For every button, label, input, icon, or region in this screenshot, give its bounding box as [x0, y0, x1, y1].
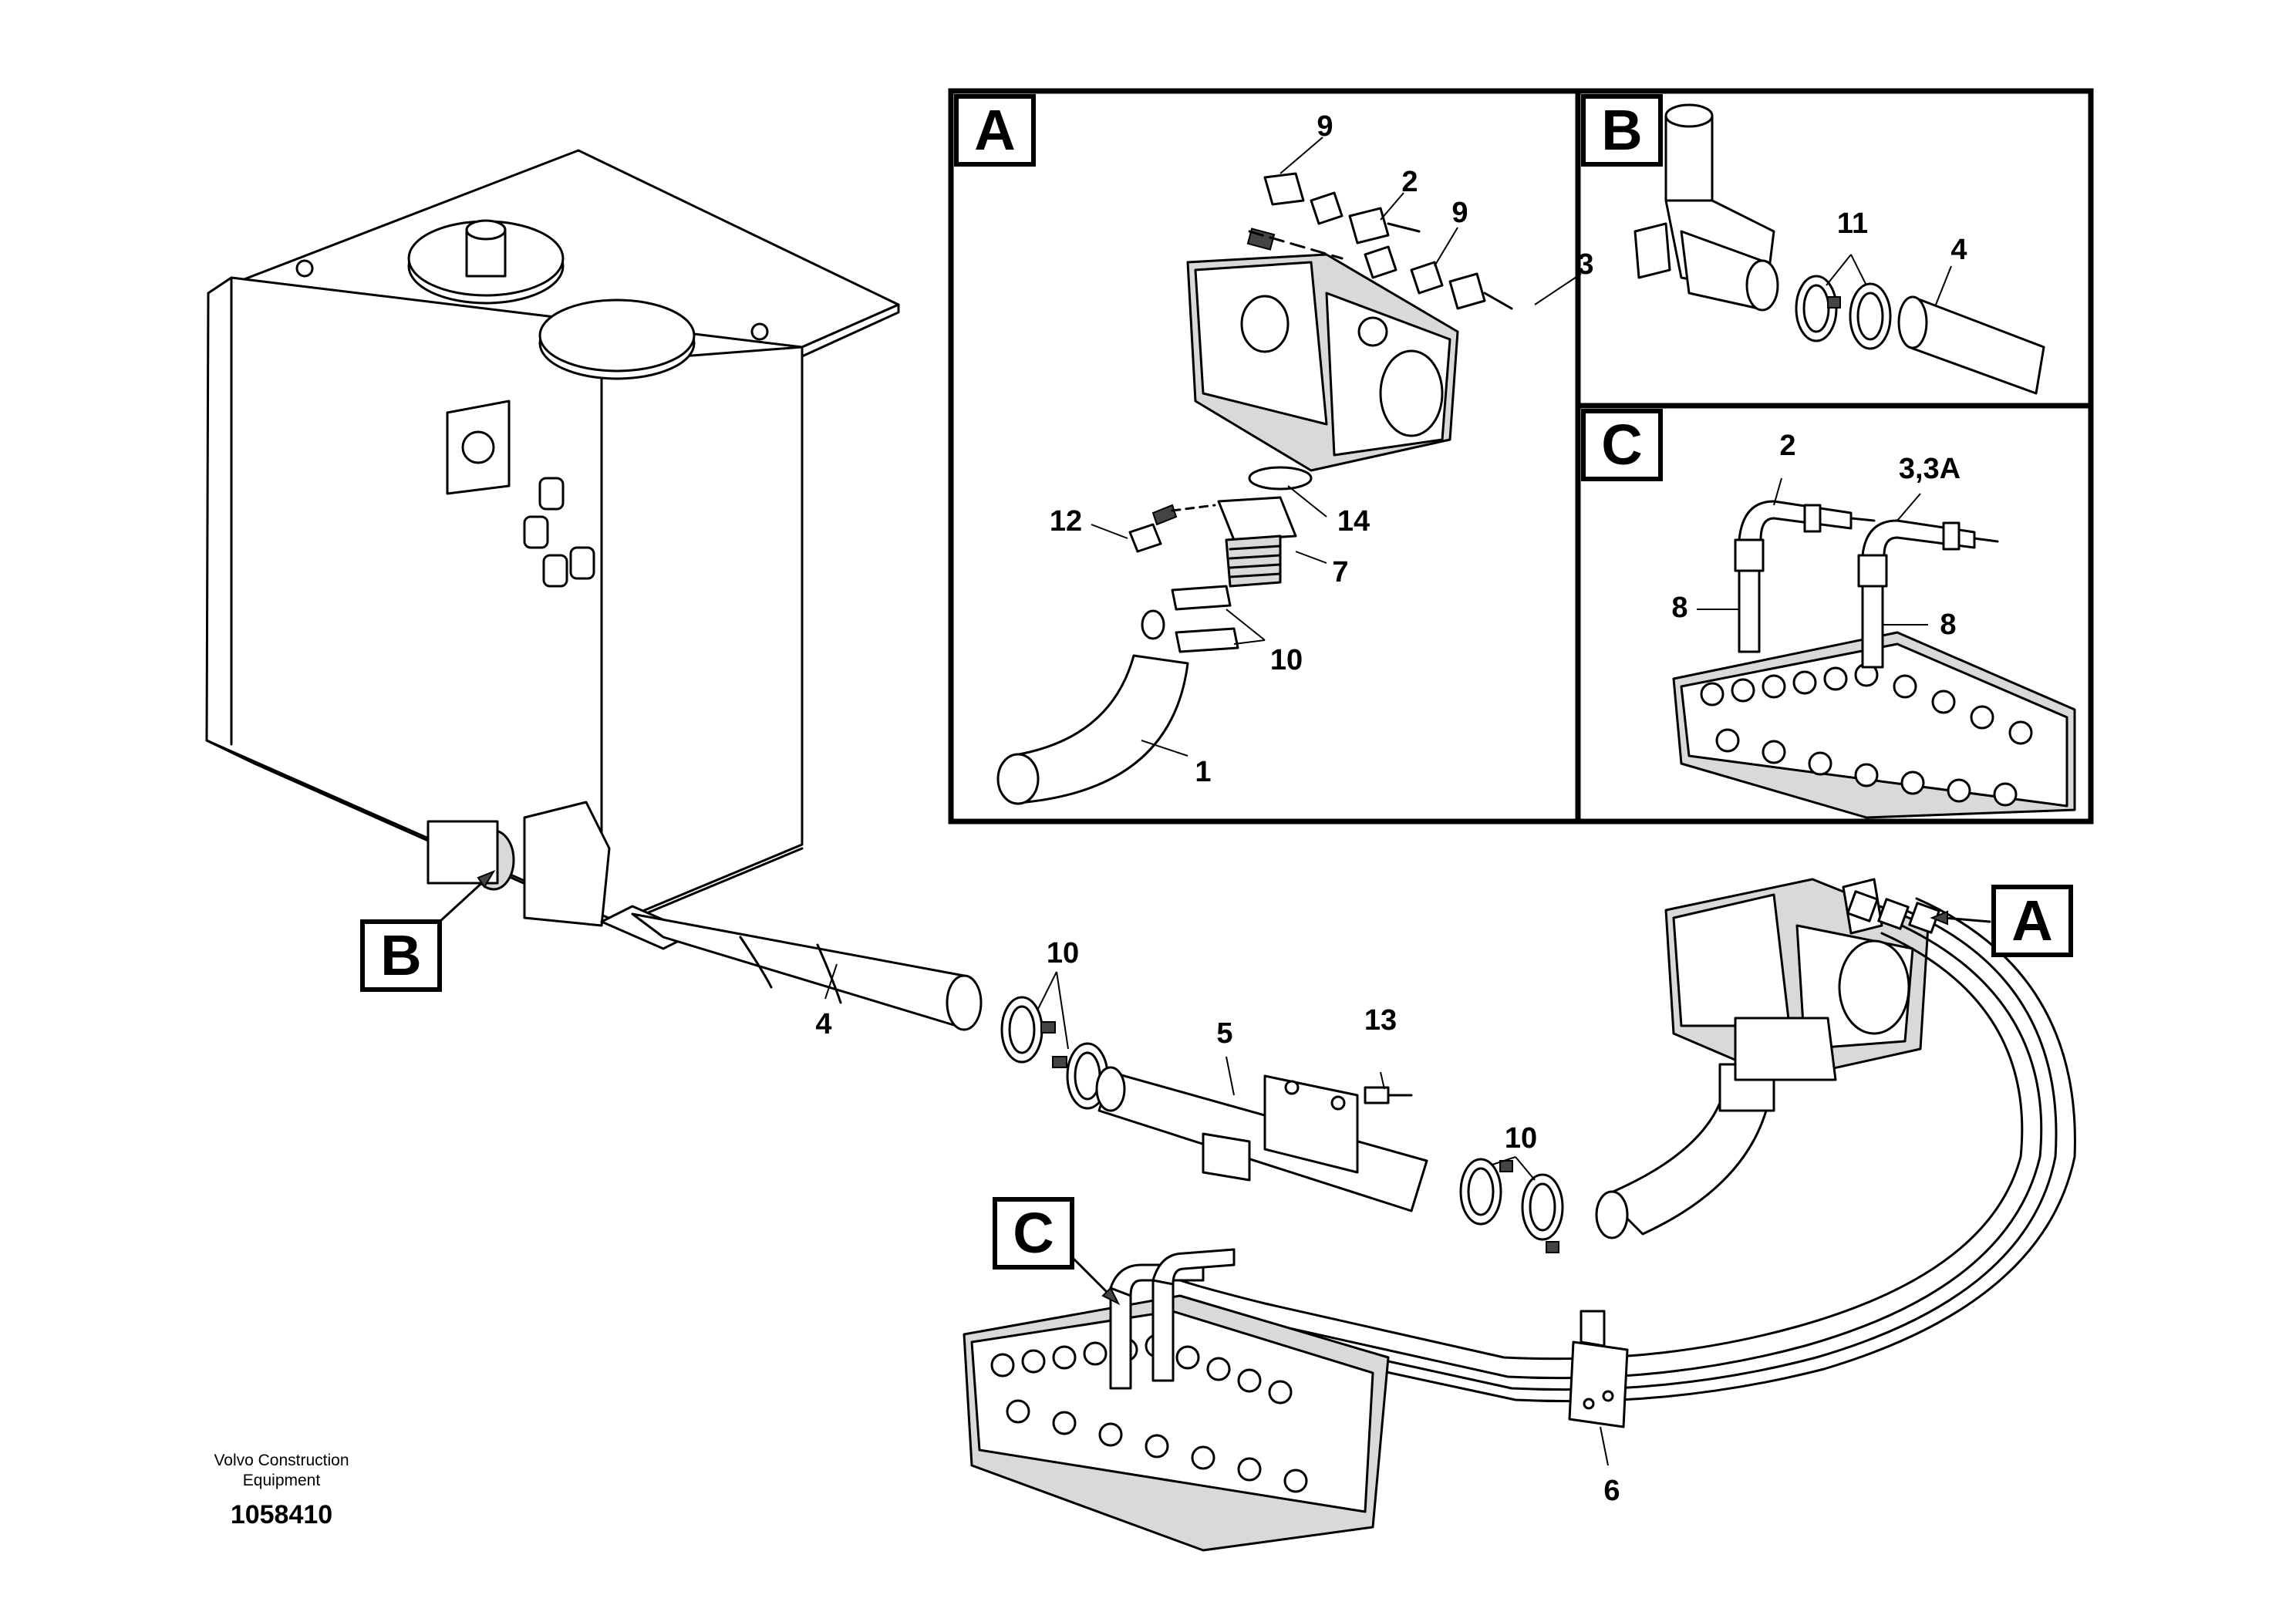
detail-frame-a [948, 88, 1581, 824]
hydraulic-tank [205, 149, 900, 950]
valve-ports-detail [1700, 663, 2033, 807]
detail-frame-c [1575, 403, 2094, 824]
hydraulic-pump-main [1664, 878, 1930, 1081]
label-part-4-main: 4 [815, 1008, 831, 1040]
callout-b-detail-label: B [1601, 98, 1642, 162]
callout-a-main-label: A [2011, 889, 2052, 953]
label-part-3-3a: 3,3A [1899, 453, 1961, 485]
suction-hose-4 [631, 912, 983, 1031]
control-valve-main [963, 1248, 1390, 1552]
label-part-11: 11 [1837, 207, 1868, 240]
callout-box-c-detail: C [1581, 409, 1663, 481]
label-part-6: 6 [1603, 1475, 1620, 1507]
leader-lines [438, 137, 1991, 1466]
label-part-2-a: 2 [1401, 166, 1418, 198]
valve-ports-main [990, 1334, 1308, 1493]
manufacturer-line-2: Equipment [243, 1472, 321, 1489]
label-part-3-a: 3 [1577, 248, 1593, 281]
callout-box-c-main: C [993, 1197, 1074, 1270]
label-part-7: 7 [1332, 556, 1348, 588]
callout-c-detail-label: C [1601, 413, 1642, 477]
part-labels: 9 2 9 3 12 14 7 10 1 11 4 2 3,3A 8 8 10 … [815, 110, 1967, 1507]
label-part-4-b: 4 [1950, 234, 1967, 266]
hose-bracket-6 [1568, 1310, 1629, 1428]
label-part-14: 14 [1337, 505, 1370, 538]
label-part-9-a: 9 [1317, 110, 1333, 143]
label-part-5: 5 [1216, 1017, 1232, 1050]
callout-box-a-main: A [1991, 885, 2073, 957]
callout-box-a-detail: A [954, 94, 1036, 167]
label-part-10-b: 10 [1047, 937, 1079, 969]
label-part-13: 13 [1364, 1004, 1397, 1037]
pressure-hoses-2-3 [1178, 890, 2076, 1403]
manufacturer-line-1: Volvo Construction [214, 1452, 349, 1469]
label-part-8-b: 8 [1940, 609, 1956, 641]
label-part-1-a: 1 [1195, 756, 1211, 788]
callout-box-b-detail: B [1581, 94, 1663, 167]
hose-clamps-10-a [1000, 996, 1109, 1110]
label-part-2-c: 2 [1779, 430, 1795, 462]
label-part-10-c: 10 [1505, 1122, 1537, 1155]
label-part-9-b: 9 [1451, 197, 1468, 229]
hose-clamps-10-b [1459, 1158, 1564, 1253]
callout-box-b-main: B [360, 919, 442, 992]
drawing-number: 1058410 [231, 1500, 332, 1529]
label-part-12: 12 [1050, 505, 1082, 538]
suction-pipe-5 [1095, 1066, 1428, 1212]
callout-c-main-label: C [1013, 1201, 1054, 1265]
label-part-8-a: 8 [1671, 592, 1687, 624]
detail-c-control-valve [1672, 500, 2076, 819]
detail-a-pump-assembly [996, 172, 1513, 805]
pump-suction-hose-1 [1595, 1063, 1775, 1239]
detail-b-tank-outlet [1633, 103, 2045, 395]
drawing-caption: Volvo Construction Equipment 1058410 [214, 1452, 349, 1529]
callout-b-main-label: B [380, 923, 421, 987]
label-part-10-a: 10 [1270, 644, 1303, 676]
callout-a-detail-label: A [974, 98, 1015, 162]
